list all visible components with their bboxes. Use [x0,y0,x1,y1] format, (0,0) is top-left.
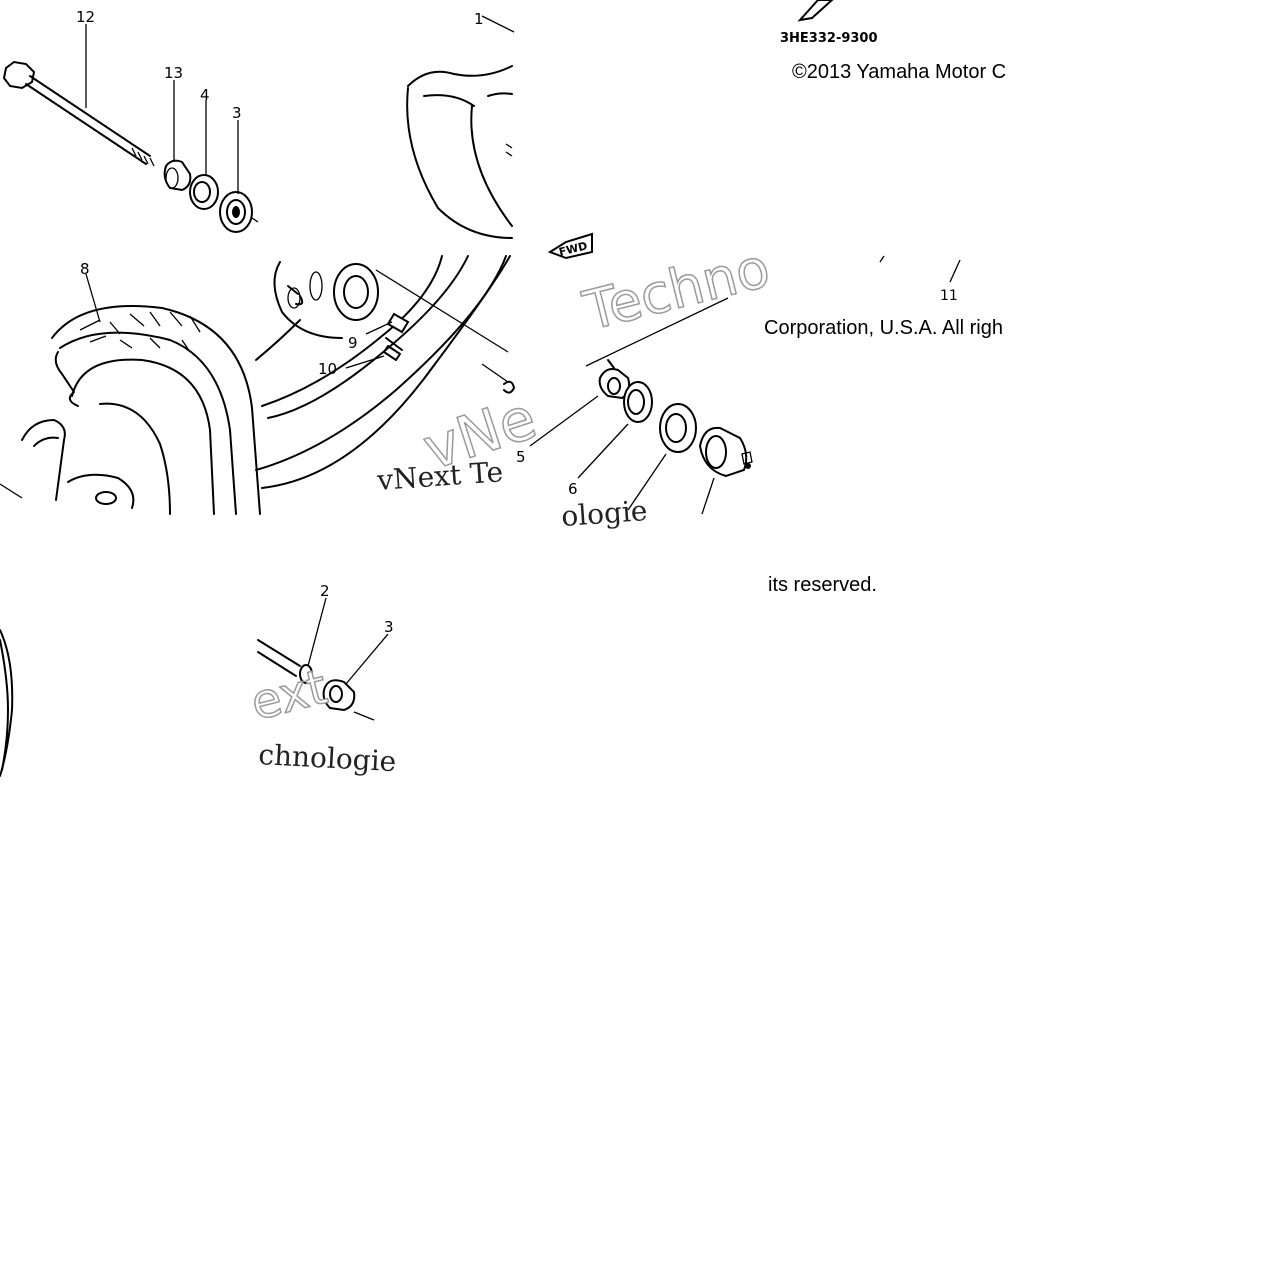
seal-part [189,174,219,210]
spacer-part [163,159,192,192]
callout-4: 4 [200,86,210,104]
front-axle-panel [0,15,515,777]
watermark-text: Techno [577,236,776,343]
callout-11: 11 [940,288,958,304]
lower-nut-part [322,679,356,712]
valve-assembly [345,312,410,369]
hub-bearing-part [659,403,697,453]
copyright-line-2: Corporation, U.S.A. All righ [764,317,1003,339]
lower-axle-panel: 2 3 ext chnologie [245,582,397,778]
callout-9: 9 [348,334,358,352]
part-code: 3HE332-9300 [780,31,878,46]
callout-3: 3 [232,104,242,122]
callout-6: 6 [568,480,578,498]
callout-3-lower: 3 [384,618,394,636]
top-right-panel: 3HE332-9300 ©2013 Yamaha Motor C [780,0,1006,83]
leader-lines-left [85,24,239,323]
callout-5: 5 [516,448,526,466]
callout-12: 12 [76,8,95,26]
callout-13: 13 [164,64,183,82]
copyright-line-3: its reserved. [768,574,877,596]
callout-1: 1 [474,10,484,28]
fwd-badge: FWD [547,232,593,260]
callout-10: 10 [318,360,337,378]
callouts-left: 12 1 13 4 3 8 9 10 [76,8,484,378]
brake-disc-fragment [406,15,515,239]
bearing-part [219,191,253,233]
tire-drawing [51,305,261,515]
watermark-text: ologie [560,494,648,533]
watermark-text: vNe [415,384,544,484]
fwd-arrow-top [797,0,834,22]
callout-8: 8 [80,260,90,278]
copyright-line-1: ©2013 Yamaha Motor C [792,61,1006,83]
hub-seal-part [623,381,653,423]
callout-2: 2 [320,582,330,600]
fork-leg [0,419,135,509]
wheel-rim [255,255,515,489]
hub-gear-part [698,426,753,478]
axle-bolt [2,60,155,167]
watermark-text: chnologie [258,738,397,778]
hub-parts-panel: FWD Techno 11 Corporation, U.S.A. All ri… [516,232,1003,533]
watermark-text: ext [245,659,332,732]
